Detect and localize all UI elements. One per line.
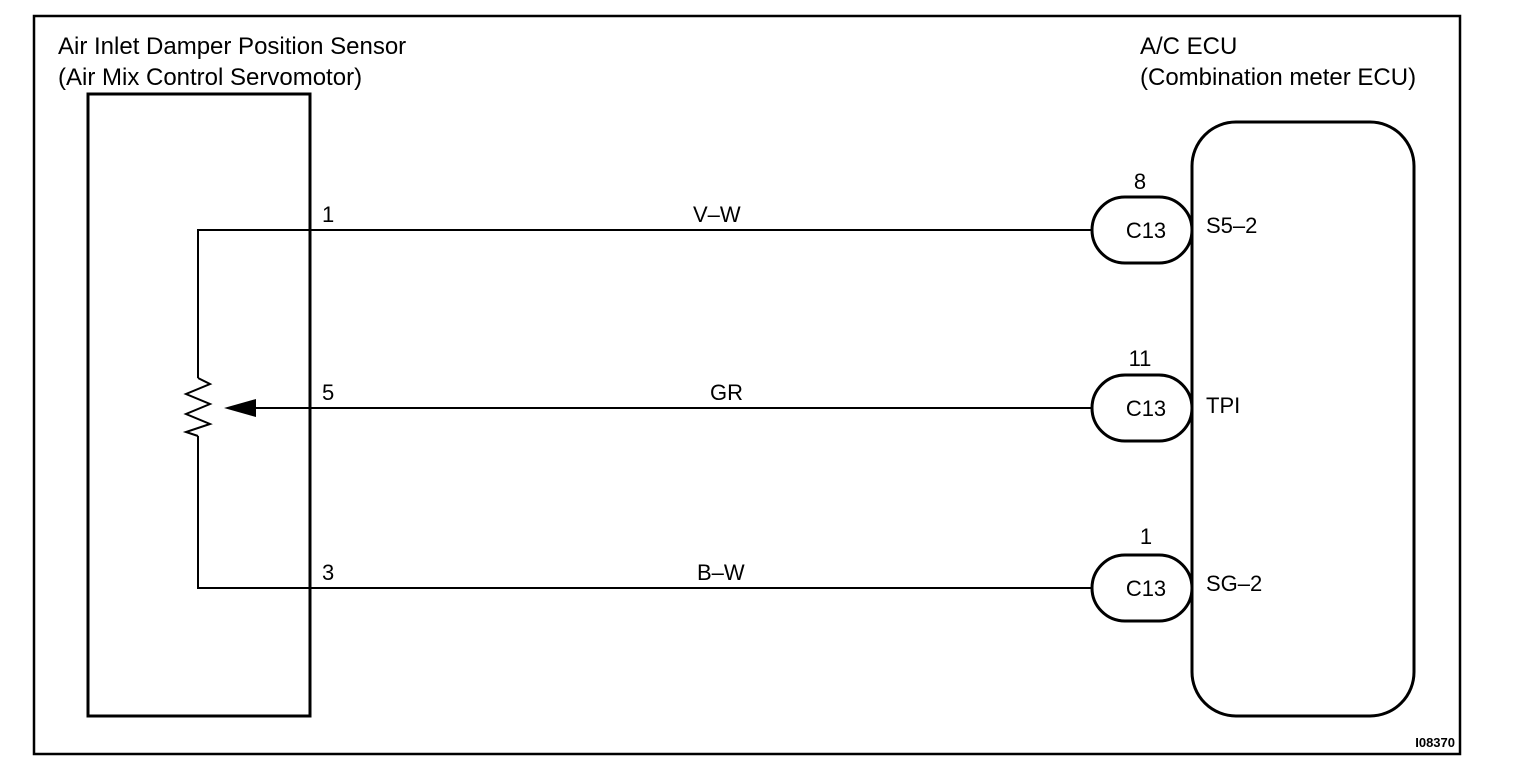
ecu-subtitle: (Combination meter ECU)	[1140, 64, 1416, 91]
sensor-pin-1: 1	[322, 202, 334, 227]
sensor-subtitle: (Air Mix Control Servomotor)	[58, 64, 362, 91]
wiper-arrowhead	[224, 399, 256, 417]
sensor-title: Air Inlet Damper Position Sensor	[58, 33, 406, 60]
connector-pin-8: 8	[1134, 169, 1146, 194]
ecu-terminal-sg-2: SG–2	[1206, 571, 1262, 596]
ecu-title: A/C ECU	[1140, 33, 1237, 60]
resistor-zigzag	[182, 377, 213, 437]
ecu-terminal-s5-2: S5–2	[1206, 213, 1257, 238]
connector-pin-1: 1	[1140, 524, 1152, 549]
potentiometer-bottom-lead	[197, 436, 310, 589]
figure-reference: I08370	[1415, 735, 1455, 750]
sensor-box	[86, 92, 312, 718]
sensor-pin-3: 3	[322, 560, 334, 585]
wire-color-label-3: B–W	[697, 560, 745, 585]
connector-label-3: C13	[1126, 576, 1166, 601]
sensor-pin-5: 5	[322, 380, 334, 405]
connector-c13-1	[1090, 195, 1194, 265]
diagram-frame	[32, 14, 1462, 756]
connector-pin-11: 11	[1129, 346, 1152, 371]
connector-c13-3	[1090, 553, 1194, 623]
connector-label-1: C13	[1126, 218, 1166, 243]
ecu-box	[1190, 120, 1416, 718]
connector-label-2: C13	[1126, 396, 1166, 421]
wire-color-label-2: GR	[710, 380, 743, 405]
potentiometer-top-lead	[197, 229, 310, 378]
ecu-terminal-tpi: TPI	[1206, 393, 1240, 418]
connector-c13-2	[1090, 373, 1194, 443]
wire-color-label-1: V–W	[693, 202, 741, 227]
